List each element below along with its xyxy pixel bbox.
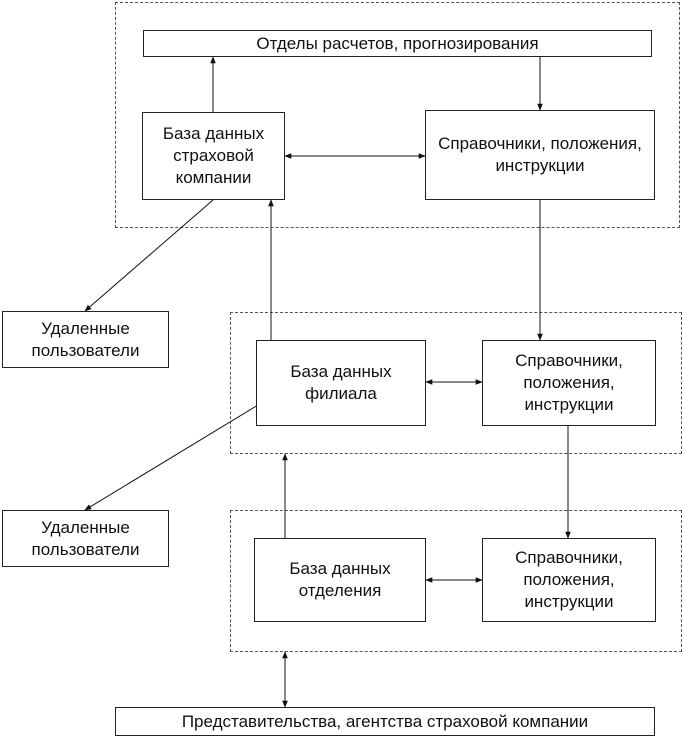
branch-db-box: База данных филиала (256, 340, 426, 426)
calc-depts-box: Отделы расчетов, прогнозирования (143, 30, 652, 57)
company-db-box: База данных страховой компании (142, 112, 285, 200)
agencies-box: Представительства, агентства страховой к… (115, 707, 655, 736)
dept-db-box: База данных отделения (254, 538, 426, 622)
company-refs-box: Справочники, положения, инструкции (425, 110, 655, 200)
branch-db-label: База данных филиала (290, 362, 392, 403)
arrow-companydb-to-remote1 (84, 199, 214, 312)
remote-users-label-1: Удаленные пользователи (31, 318, 140, 360)
remote-users-box-1: Удаленные пользователи (2, 311, 169, 368)
company-refs-label: Справочники, положения, инструкции (438, 134, 642, 175)
dept-refs-box: Справочники, положения, инструкции (482, 538, 656, 622)
company-db-label: База данных страховой компании (162, 124, 265, 187)
remote-users-label-2: Удаленные пользователи (31, 517, 140, 559)
arrow-branchdb-to-remote2 (84, 404, 259, 511)
remote-users-box-2: Удаленные пользователи (2, 510, 169, 567)
branch-refs-box: Справочники, положения, инструкции (482, 340, 656, 426)
dept-refs-label: Справочники, положения, инструкции (515, 548, 623, 611)
calc-depts-label: Отделы расчетов, прогнозирования (256, 33, 539, 53)
agencies-label: Представительства, агентства страховой к… (181, 711, 589, 731)
company-level-group (115, 2, 680, 228)
dept-db-label: База данных отделения (289, 559, 391, 600)
branch-refs-label: Справочники, положения, инструкции (515, 351, 623, 414)
